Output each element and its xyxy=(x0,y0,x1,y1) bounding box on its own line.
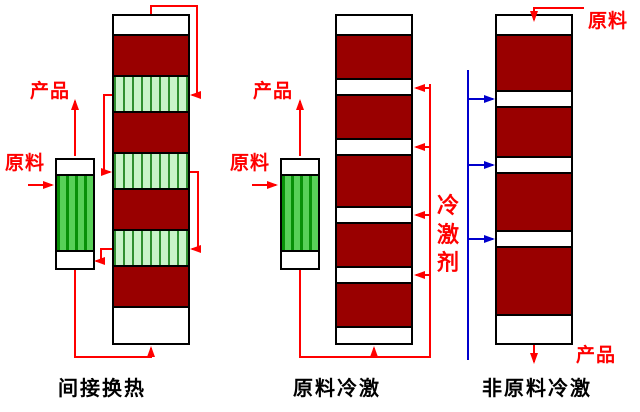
quench-gap xyxy=(337,268,411,284)
quench-gap xyxy=(497,158,571,174)
feed-label-left: 原料 xyxy=(5,153,46,174)
catalyst-bed xyxy=(337,284,411,328)
column-top-cap xyxy=(114,16,188,36)
vessel-bottom-cap xyxy=(57,252,93,268)
catalyst-bed xyxy=(337,96,411,140)
caption-feed-quench: 原料冷激 xyxy=(293,378,381,400)
column-bottom-cap xyxy=(337,328,411,343)
column-bottom-cap xyxy=(114,308,188,343)
external-heat-exchanger-middle xyxy=(280,158,320,270)
column-bottom-cap xyxy=(497,316,571,343)
interbed-exchanger xyxy=(114,77,188,113)
vessel-bottom-cap xyxy=(282,252,318,268)
quench-gap xyxy=(337,208,411,224)
column-top-cap xyxy=(497,16,571,36)
interbed-exchanger xyxy=(114,231,188,267)
quench-gap xyxy=(337,140,411,156)
quench-gap xyxy=(497,92,571,108)
vessel-tube-bundle xyxy=(57,176,93,252)
catalyst-bed xyxy=(337,156,411,208)
catalyst-bed xyxy=(337,224,411,268)
serpentine-left-link xyxy=(101,94,112,176)
caption-non-feed-quench: 非原料冷激 xyxy=(482,378,592,400)
quench-gap xyxy=(337,80,411,96)
feed-label-middle: 原料 xyxy=(230,153,271,174)
catalyst-bed xyxy=(497,108,571,158)
catalyst-bed xyxy=(497,174,571,232)
catalyst-bed xyxy=(114,36,188,77)
quench-agent-label: 冷激剂 xyxy=(437,193,460,276)
product-label-left: 产品 xyxy=(30,81,71,102)
exchanger-return-line-left xyxy=(94,248,112,265)
caption-indirect-heat-exchange: 间接换热 xyxy=(58,378,146,400)
non-feed-quench-column xyxy=(495,14,573,345)
catalyst-bed xyxy=(497,248,571,316)
quench-gap xyxy=(497,232,571,248)
indirect-exchange-column xyxy=(112,14,190,345)
column-top-cap xyxy=(337,16,411,36)
vessel-top-cap xyxy=(282,160,318,176)
serpentine-right-link xyxy=(190,171,201,253)
vessel-top-cap xyxy=(57,160,93,176)
product-label-right: 产品 xyxy=(576,345,617,366)
catalyst-bed xyxy=(497,36,571,92)
catalyst-bed xyxy=(114,113,188,154)
feed-quench-column xyxy=(335,14,413,345)
catalyst-bed xyxy=(114,190,188,231)
product-label-middle: 产品 xyxy=(253,81,294,102)
interbed-exchanger xyxy=(114,154,188,190)
catalyst-bed xyxy=(337,36,411,80)
feed-label-right: 原料 xyxy=(588,11,629,32)
catalyst-bed xyxy=(114,267,188,308)
external-heat-exchanger-left xyxy=(55,158,95,270)
vessel-tube-bundle xyxy=(282,176,318,252)
